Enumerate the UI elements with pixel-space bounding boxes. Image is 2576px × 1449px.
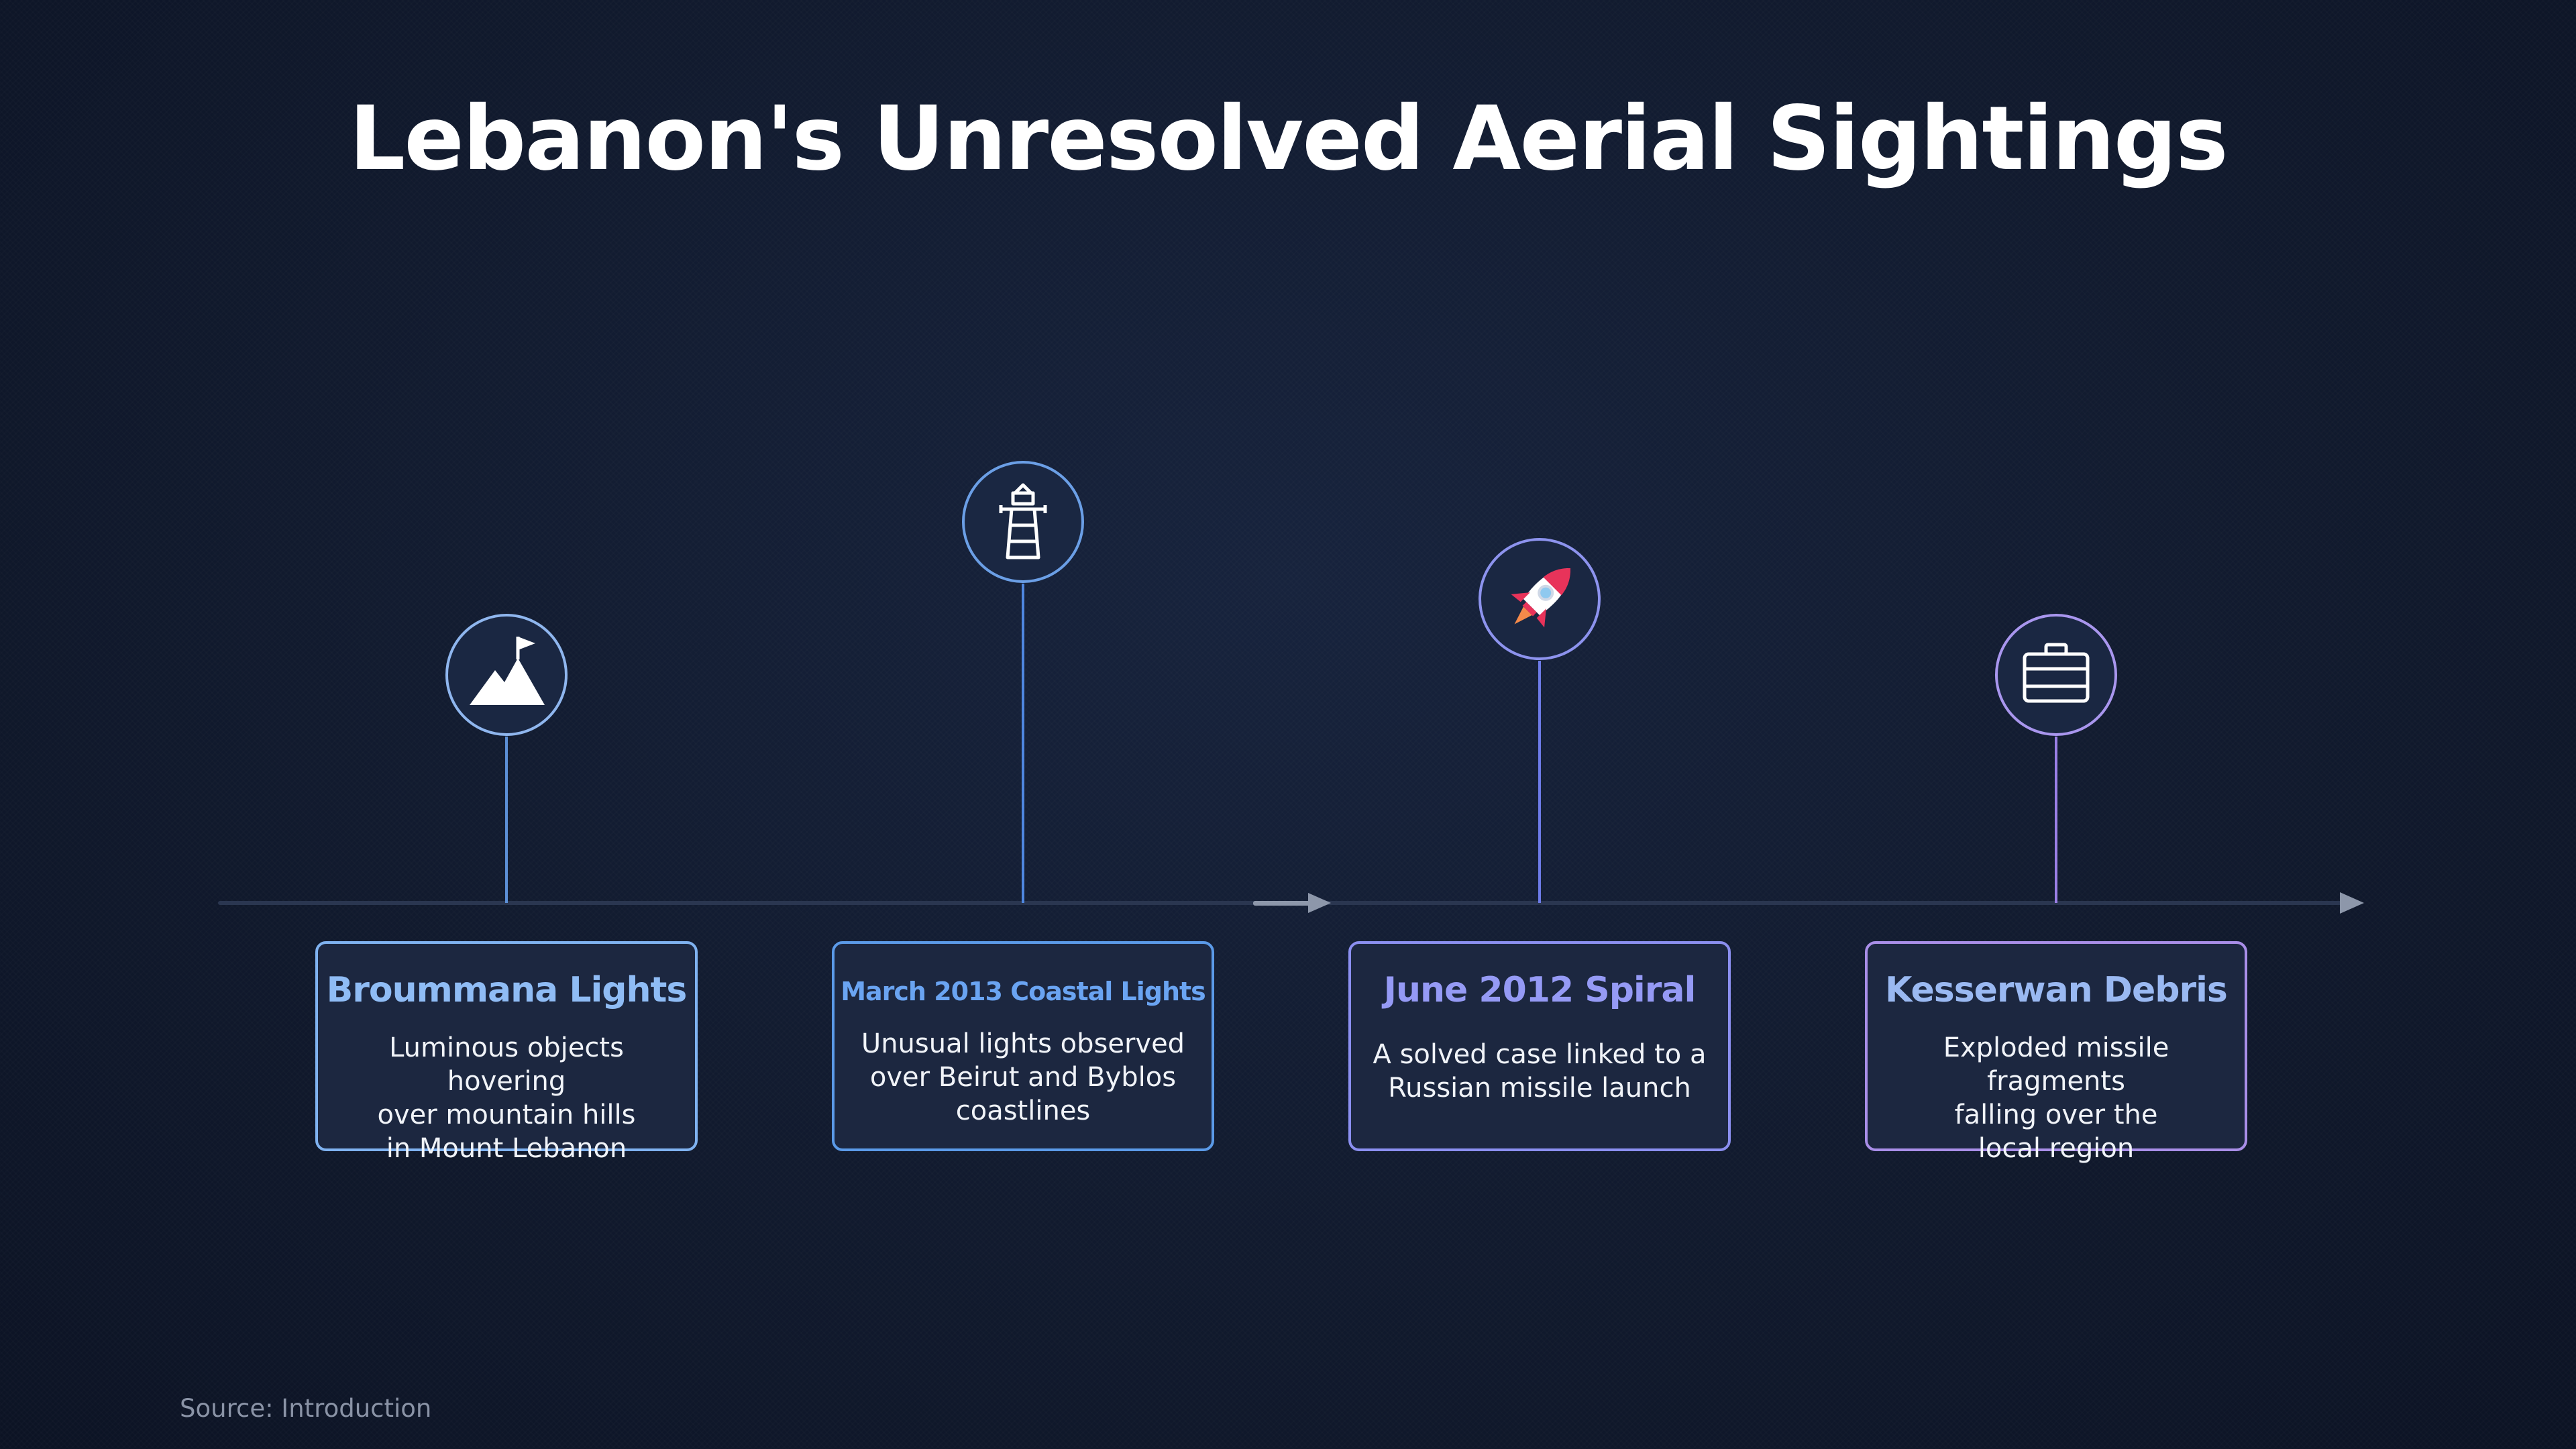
event-node [962,461,1084,583]
event-description: Exploded missile fragments falling over … [1943,1032,2169,1164]
event-card: Broummana Lights Luminous objects hoveri… [315,941,698,1164]
briefcase-icon [2023,643,2090,703]
event-card: June 2012 Spiral A solved case linked to… [1348,941,1731,1151]
event-stem [1022,584,1024,903]
event-node [1479,538,1601,660]
event-description: Luminous objects hovering over mountain … [377,1032,636,1164]
event-stem [2055,737,2057,903]
timeline-end-arrow [2340,892,2364,914]
event-stem [505,737,508,903]
timeline-mid-arrow-head [1308,893,1331,913]
event-card: March 2013 Coastal Lights Unusual lights… [832,941,1214,1151]
event-stem [1538,661,1541,903]
rocket-icon [1511,568,1570,628]
event-description: A solved case linked to a Russian missil… [1373,1038,1707,1104]
event-title: Broummana Lights [326,970,688,1010]
event-description: Unusual lights observed over Beirut and … [861,1028,1185,1126]
event-title: March 2013 Coastal Lights [841,977,1206,1006]
event-card: Kesserwan Debris Exploded missile fragme… [1865,941,2247,1164]
page-title: Lebanon's Unresolved Aerial Sightings [349,87,2229,191]
lighthouse-icon [999,483,1047,559]
timeline-mid-arrow [1253,901,1315,906]
event-title: June 2012 Spiral [1383,970,1697,1010]
source-note: Source: Introduction [180,1394,432,1423]
mountain-flag-icon [470,637,545,705]
event-node [1995,614,2117,736]
event-title: Kesserwan Debris [1885,970,2228,1010]
event-node [445,614,568,736]
